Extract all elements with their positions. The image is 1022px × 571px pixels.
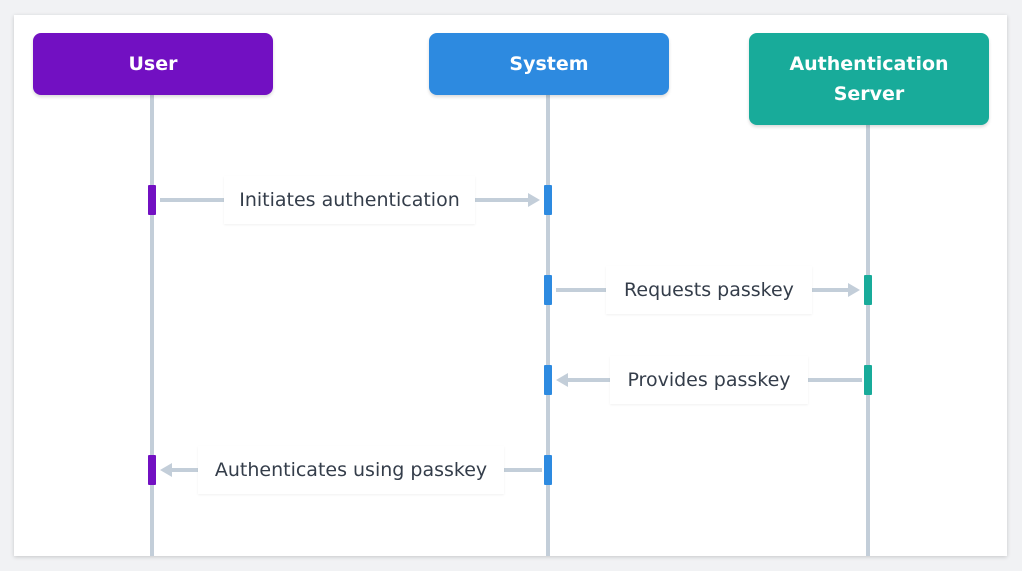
message-label-1: Initiates authentication	[224, 176, 475, 224]
lifeline-system	[546, 95, 550, 556]
lifeline-user	[150, 95, 154, 556]
actor-system: System	[429, 33, 669, 95]
arrowhead-1	[528, 193, 540, 207]
lifeline-auth-server	[866, 125, 870, 556]
message-label-2: Requests passkey	[606, 266, 812, 314]
activation-system-1	[544, 185, 552, 215]
arrowhead-2	[848, 283, 860, 297]
actor-user: User	[33, 33, 273, 95]
activation-system-2	[544, 275, 552, 305]
activation-user-1	[148, 185, 156, 215]
message-label-3: Provides passkey	[610, 356, 808, 404]
activation-user-4	[148, 455, 156, 485]
arrowhead-4	[160, 463, 172, 477]
activation-auth-server-2	[864, 275, 872, 305]
activation-system-4	[544, 455, 552, 485]
message-label-4: Authenticates using passkey	[198, 446, 504, 494]
activation-auth-server-3	[864, 365, 872, 395]
actor-auth-server: Authentication Server	[749, 33, 989, 125]
activation-system-3	[544, 365, 552, 395]
sequence-diagram: User System Authentication Server Initia…	[14, 15, 1007, 556]
arrowhead-3	[556, 373, 568, 387]
